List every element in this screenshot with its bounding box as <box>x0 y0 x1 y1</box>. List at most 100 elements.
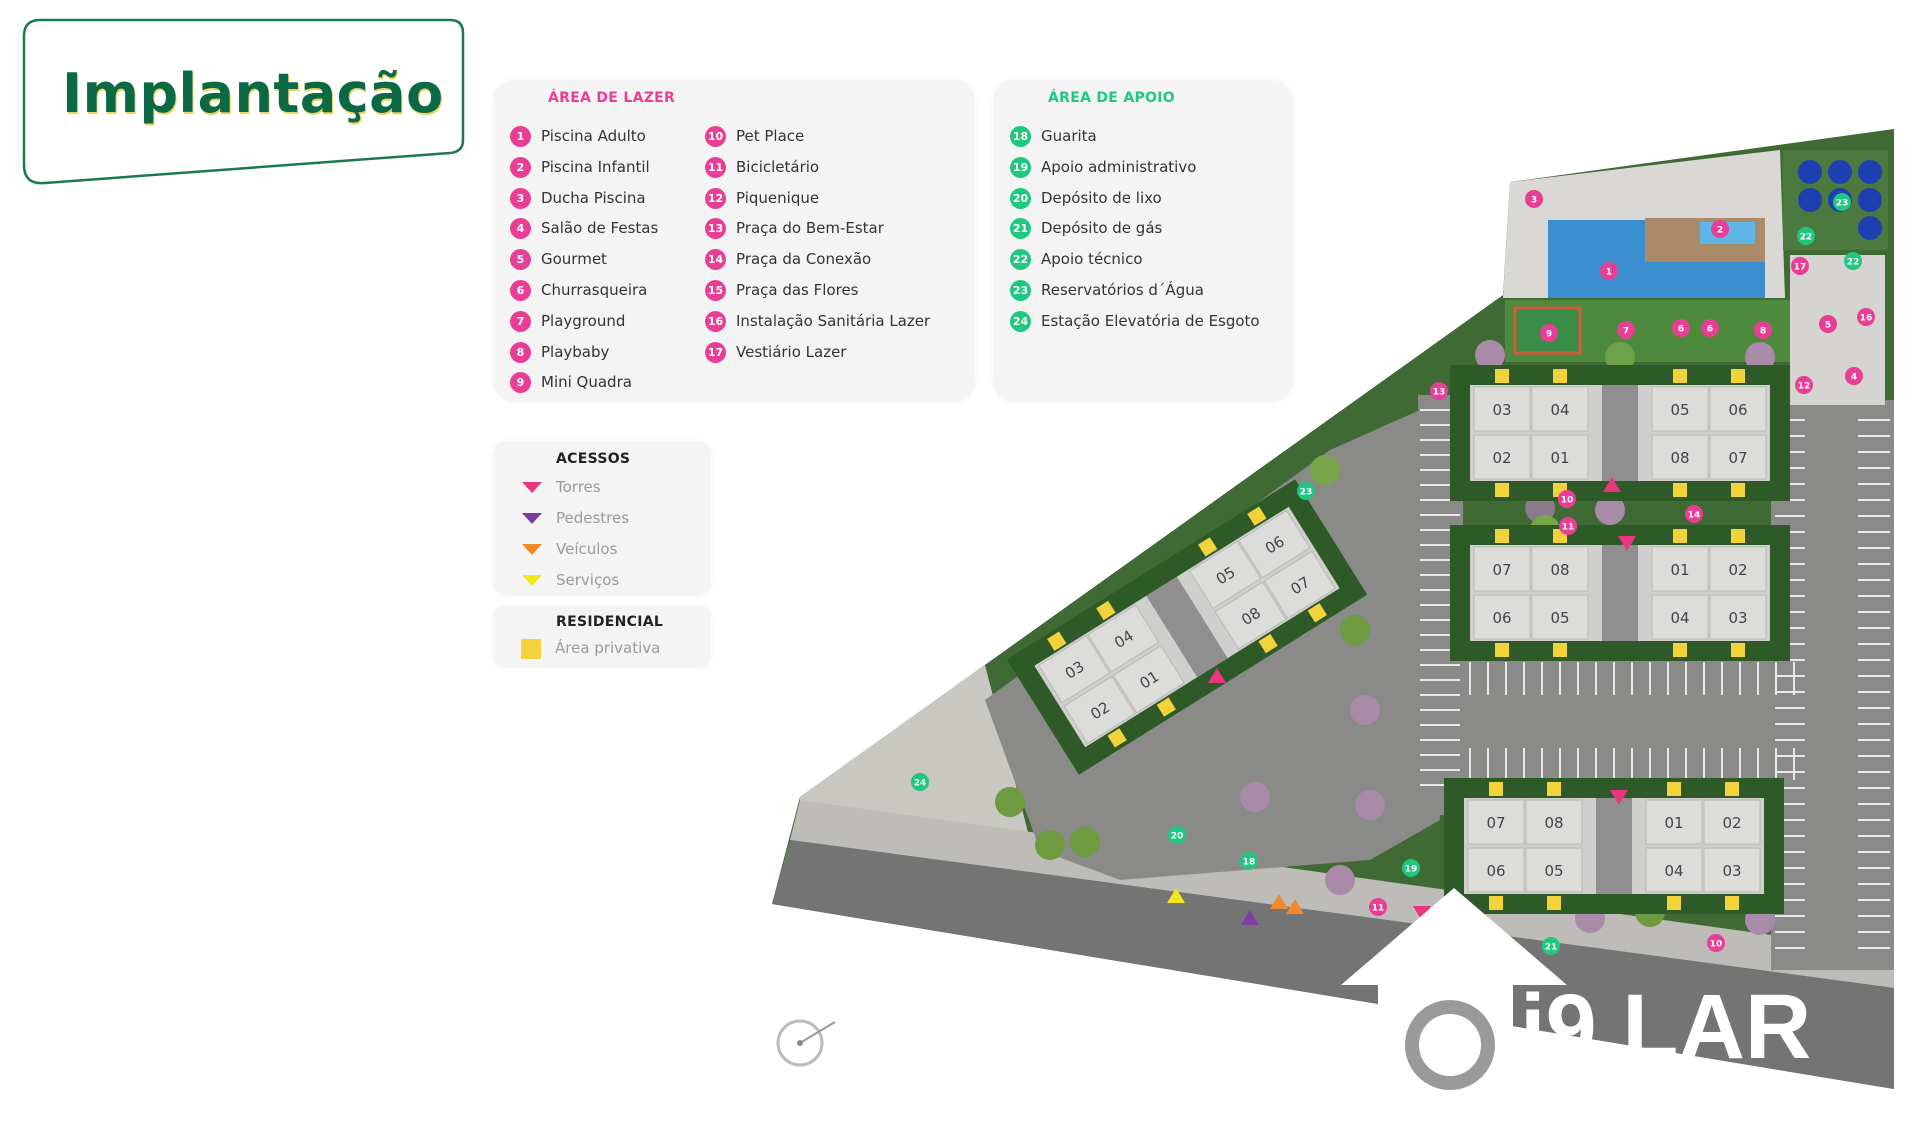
private-area <box>1495 643 1509 657</box>
svg-text:19: 19 <box>1405 865 1418 875</box>
legend-item-acesso: Pedestres <box>522 508 629 529</box>
page-title: Implantação <box>62 62 444 125</box>
svg-text:13: 13 <box>1433 388 1446 398</box>
legend-label: Pet Place <box>736 127 805 145</box>
access-triangle-icon <box>522 575 542 586</box>
legend-label: Área privativa <box>555 639 661 657</box>
marker-badge: 1 <box>510 126 531 147</box>
svg-text:17: 17 <box>1794 263 1807 273</box>
svg-text:1: 1 <box>1606 268 1612 278</box>
access-arrow-icon <box>1610 790 1628 805</box>
i9-lar-logo: i9 LAR IMOBILIÁRIA <box>1341 888 1811 1126</box>
unit-label: 04 <box>1670 609 1689 627</box>
svg-text:11: 11 <box>1562 523 1575 533</box>
unit-label: 01 <box>1664 814 1683 832</box>
marker-badge: 18 <box>1010 126 1031 147</box>
legend-label: Reservatórios d´Água <box>1041 281 1204 299</box>
map-marker: 13 <box>1430 382 1448 400</box>
unit-label: 05 <box>1544 862 1563 880</box>
private-area <box>1725 782 1739 796</box>
map-marker: 5 <box>1819 315 1837 333</box>
towers: 0302040105080607070608050104020307060805… <box>1006 365 1790 914</box>
unit-label: 03 <box>1722 862 1741 880</box>
legend-label: Playground <box>541 311 626 330</box>
legend-label: Churrasqueira <box>541 281 648 299</box>
marker-badge: 9 <box>510 372 531 394</box>
marker-badge: 15 <box>705 280 726 301</box>
tree <box>995 787 1025 817</box>
map-marker: 10 <box>1707 934 1725 952</box>
tree <box>1340 615 1370 645</box>
map-marker: 7 <box>1617 321 1635 339</box>
unit-label: 06 <box>1486 862 1505 880</box>
access-arrow-icon <box>1286 899 1304 914</box>
svg-text:8: 8 <box>1760 327 1766 337</box>
legend-label: Vestiário Lazer <box>736 342 847 361</box>
private-area <box>1107 728 1127 748</box>
private-area <box>1547 782 1561 796</box>
svg-text:11: 11 <box>1372 904 1385 914</box>
access-arrow-icon <box>1208 668 1226 683</box>
legend-label: Torres <box>556 478 601 496</box>
map-marker: 12 <box>1795 376 1813 394</box>
marker-badge: 19 <box>1010 156 1031 178</box>
tower-core <box>1602 385 1638 481</box>
tree <box>1070 827 1100 857</box>
access-arrow-icon <box>1241 910 1259 925</box>
unit-label: 05 <box>1670 401 1689 419</box>
private-area <box>1725 896 1739 910</box>
legend-label: Serviços <box>556 571 620 589</box>
concrete-area <box>800 665 1030 840</box>
unit-label: 06 <box>1728 401 1747 419</box>
legend-item-acesso: Veículos <box>522 539 617 560</box>
legend-label: Praça das Flores <box>736 281 859 299</box>
svg-text:10: 10 <box>1710 940 1723 950</box>
svg-text:12: 12 <box>1798 382 1811 392</box>
street <box>772 840 1894 1089</box>
map-marker: 6 <box>1672 319 1690 337</box>
legend-label: Veículos <box>556 540 618 558</box>
legend-label: Gourmet <box>541 250 607 269</box>
access-arrow-icon <box>1413 906 1431 921</box>
marker-badge: 24 <box>1010 310 1031 332</box>
tree <box>1350 695 1380 725</box>
private-area-swatch <box>521 638 541 659</box>
marker-badge: 10 <box>705 126 726 147</box>
logo-brand: i9 LAR <box>1520 976 1811 1078</box>
private-area <box>1489 896 1503 910</box>
map-marker: 6 <box>1701 319 1719 337</box>
unit-label: 01 <box>1550 449 1569 467</box>
private-area <box>1489 782 1503 796</box>
access-arrow-icon <box>1603 477 1621 492</box>
svg-text:6: 6 <box>1707 325 1713 335</box>
unit-label: 06 <box>1492 609 1511 627</box>
svg-text:9: 9 <box>1546 330 1552 340</box>
access-markers <box>1167 477 1636 925</box>
water-tanks <box>1798 160 1882 240</box>
marker-badge: 11 <box>705 156 726 178</box>
unit-label: 07 <box>1492 561 1511 579</box>
private-area <box>1673 529 1687 543</box>
marker-badge: 4 <box>510 218 531 240</box>
private-area <box>1495 369 1509 383</box>
legend-label: Depósito de lixo <box>1041 188 1162 207</box>
tree <box>1325 865 1355 895</box>
tree <box>1595 495 1625 525</box>
unit-label: 03 <box>1728 609 1747 627</box>
unit-label: 02 <box>1728 561 1747 579</box>
unit-label: 08 <box>1550 561 1569 579</box>
